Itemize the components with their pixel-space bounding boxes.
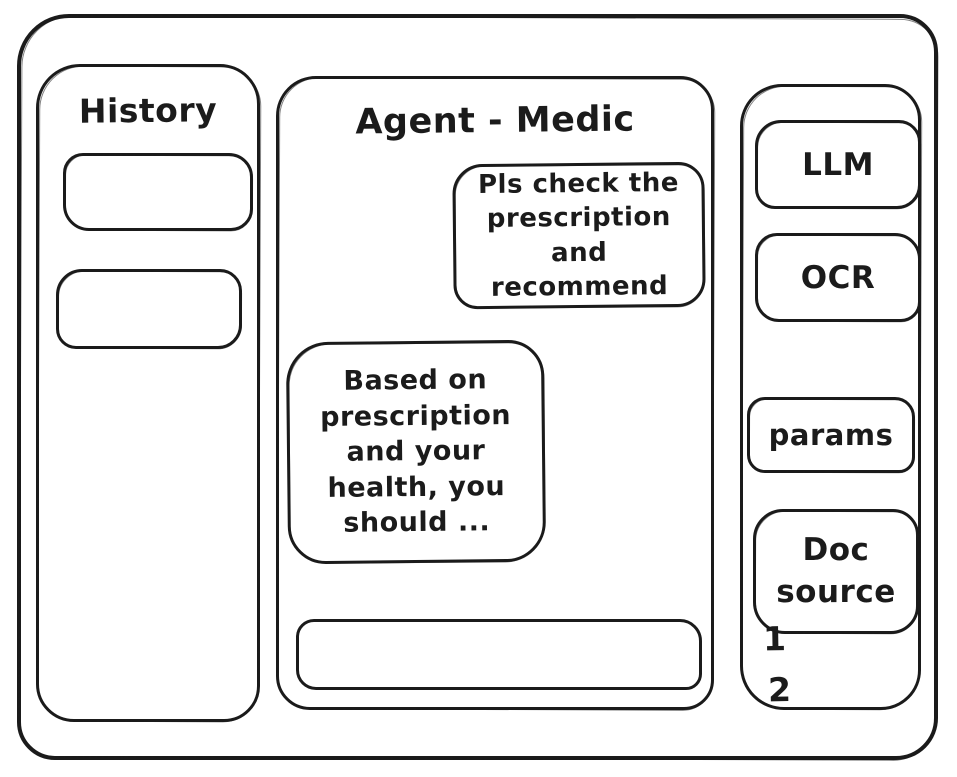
doc-source-item[interactable]: 1 bbox=[762, 619, 787, 659]
chat-title: Agent - Medic bbox=[355, 99, 635, 143]
history-item[interactable] bbox=[63, 153, 253, 231]
chat-panel: Agent - Medic Pls check the prescription… bbox=[276, 76, 714, 710]
tools-panel: LLM OCR params Doc source 1 2 bbox=[740, 84, 921, 710]
llm-button[interactable]: LLM bbox=[755, 120, 921, 209]
message-input[interactable] bbox=[296, 619, 702, 690]
doc-source-list: 1 2 bbox=[759, 613, 819, 715]
doc-source-button[interactable]: Doc source bbox=[753, 509, 919, 634]
agent-message-bubble: Based on prescription and your health, y… bbox=[285, 339, 547, 565]
user-message-bubble: Pls check the prescription and recommend bbox=[452, 161, 706, 310]
doc-source-item[interactable]: 2 bbox=[767, 669, 792, 710]
history-panel: History bbox=[36, 64, 260, 722]
ocr-button[interactable]: OCR bbox=[755, 233, 921, 322]
params-button[interactable]: params bbox=[747, 397, 915, 473]
history-title: History bbox=[78, 90, 218, 131]
history-item[interactable] bbox=[56, 269, 242, 349]
